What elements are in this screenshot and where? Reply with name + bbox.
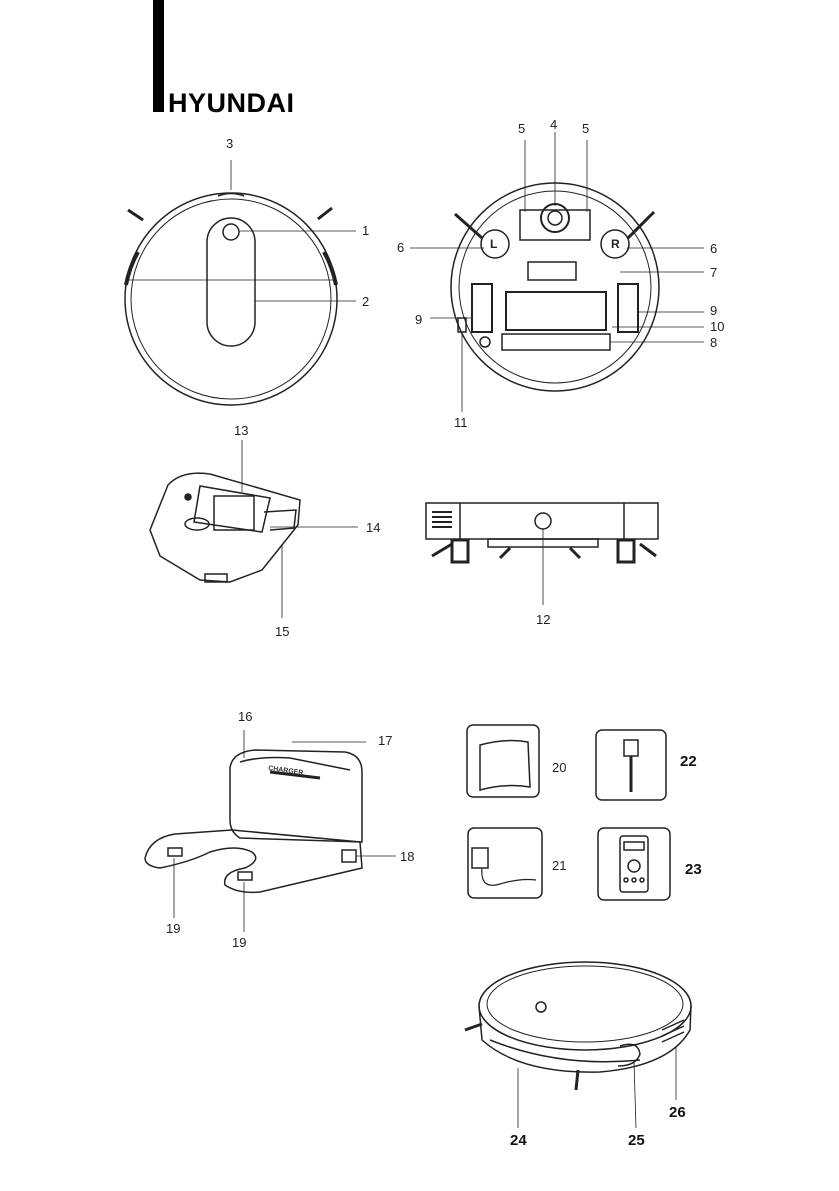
- callout-11: 11: [454, 415, 468, 430]
- callout-12: 12: [536, 612, 551, 627]
- accessory-filter: [466, 724, 540, 798]
- callout-2: 2: [362, 294, 370, 309]
- callout-3: 3: [226, 136, 234, 151]
- callout-4: 4: [550, 117, 558, 132]
- callout-17: 17: [378, 733, 393, 748]
- callout-25: 25: [628, 1132, 645, 1149]
- callout-6-right: 6: [710, 241, 718, 256]
- robot-bottom-view: [450, 182, 660, 392]
- callout-24: 24: [510, 1132, 527, 1149]
- wheel-left-mark: L: [490, 237, 497, 251]
- callout-16: 16: [238, 709, 253, 724]
- callout-22: 22: [680, 753, 697, 770]
- callout-19-left: 19: [166, 921, 181, 936]
- dustbin: [149, 472, 301, 583]
- callout-7: 7: [710, 265, 718, 280]
- callout-26: 26: [669, 1104, 686, 1121]
- callout-8: 8: [710, 335, 718, 350]
- charging-dock: [144, 749, 363, 894]
- callout-10: 10: [710, 319, 725, 334]
- callout-6-left: 6: [397, 240, 405, 255]
- callout-15: 15: [275, 624, 290, 639]
- wheel-right-mark: R: [611, 237, 620, 251]
- brand-logo: HYUNDAI: [168, 88, 295, 118]
- callout-5-right: 5: [582, 121, 590, 136]
- callout-1: 1: [362, 223, 370, 238]
- callout-13: 13: [234, 423, 249, 438]
- robot-perspective-view: [464, 961, 692, 1091]
- callout-21: 21: [552, 858, 567, 873]
- robot-side-view: [425, 502, 659, 564]
- callout-20: 20: [552, 760, 567, 775]
- callout-23: 23: [685, 861, 702, 878]
- callout-18: 18: [400, 849, 415, 864]
- callout-9-left: 9: [415, 312, 423, 327]
- accessory-remote: [597, 827, 671, 901]
- accessory-brush: [595, 729, 667, 801]
- robot-top-view: [124, 192, 338, 406]
- dock-label: CHARGER: [268, 765, 304, 777]
- brand-accent-bar: [153, 0, 164, 112]
- accessory-adapter: [467, 827, 543, 899]
- callout-5-left: 5: [518, 121, 526, 136]
- callout-14: 14: [366, 520, 381, 535]
- callout-9-right: 9: [710, 303, 718, 318]
- callout-19-right: 19: [232, 935, 247, 950]
